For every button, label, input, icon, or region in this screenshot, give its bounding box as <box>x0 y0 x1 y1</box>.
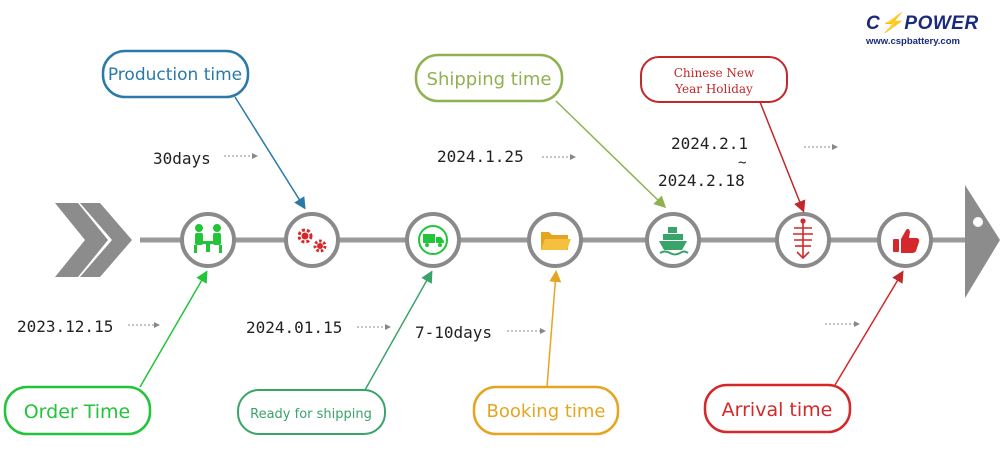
label-arrival: Arrival time <box>703 383 852 434</box>
node-production[interactable] <box>284 212 340 268</box>
label-ready: Ready for shipping <box>237 389 386 435</box>
folder-icon <box>541 232 571 250</box>
ready-date-text: 2024.01.15 <box>246 318 342 337</box>
brand-url: www.cspbattery.com <box>866 36 960 47</box>
holiday-label-line2: Year Holiday <box>674 82 753 96</box>
truck-icon <box>418 225 448 255</box>
booking-days-text: 7-10days <box>415 323 492 342</box>
production-label-text: Production time <box>108 65 242 85</box>
ready-arrow <box>364 270 433 391</box>
order-label-text: Order Time <box>24 401 131 423</box>
shipping-label-text: Shipping time <box>427 69 552 90</box>
brand-prefix: C <box>866 13 881 34</box>
production-days-text: 30days <box>153 149 211 168</box>
firecracker-icon <box>793 218 813 260</box>
shipping-arrow <box>555 100 667 209</box>
node-order[interactable] <box>180 212 236 268</box>
bolt-icon: ⚡ <box>880 13 905 34</box>
booking-label-text: Booking time <box>486 401 605 422</box>
ship-icon <box>659 227 689 256</box>
node-shipping[interactable] <box>645 212 701 268</box>
holiday-separator-text: ~ <box>738 155 746 171</box>
holiday-end-text: 2024.2.18 <box>658 171 745 190</box>
label-order: Order Time <box>3 385 152 436</box>
label-production: Production time <box>101 49 250 99</box>
holiday-label-line1: Chinese New <box>674 66 755 80</box>
thumbs-up-icon <box>893 228 920 253</box>
gears-icon <box>297 228 327 253</box>
holiday-arrow <box>759 101 806 213</box>
node-booking[interactable] <box>527 212 583 268</box>
node-arrival[interactable] <box>877 212 933 268</box>
order-arrow <box>139 270 208 388</box>
ready-label-text: Ready for shipping <box>250 407 372 422</box>
label-booking: Booking time <box>472 385 620 436</box>
start-chevrons-icon <box>55 203 132 277</box>
production-arrow <box>234 96 306 210</box>
label-holiday: Chinese New Year Holiday <box>640 56 788 103</box>
shipping-date-text: 2024.1.25 <box>437 147 524 166</box>
node-ready[interactable] <box>405 212 461 268</box>
brand-name: C⚡POWER <box>866 14 986 34</box>
brand-logo: C⚡POWER www.cspbattery.com <box>866 14 986 54</box>
holiday-start-text: 2024.2.1 <box>671 134 748 153</box>
arrival-arrow <box>834 270 904 386</box>
order-date-text: 2023.12.15 <box>17 317 113 336</box>
node-holiday[interactable] <box>775 212 831 268</box>
brand-suffix: POWER <box>904 13 979 34</box>
meeting-icon <box>194 224 222 253</box>
label-shipping: Shipping time <box>414 53 564 103</box>
end-arrow-icon <box>965 185 1000 298</box>
arrival-label-text: Arrival time <box>722 399 833 421</box>
booking-arrow <box>546 270 562 388</box>
